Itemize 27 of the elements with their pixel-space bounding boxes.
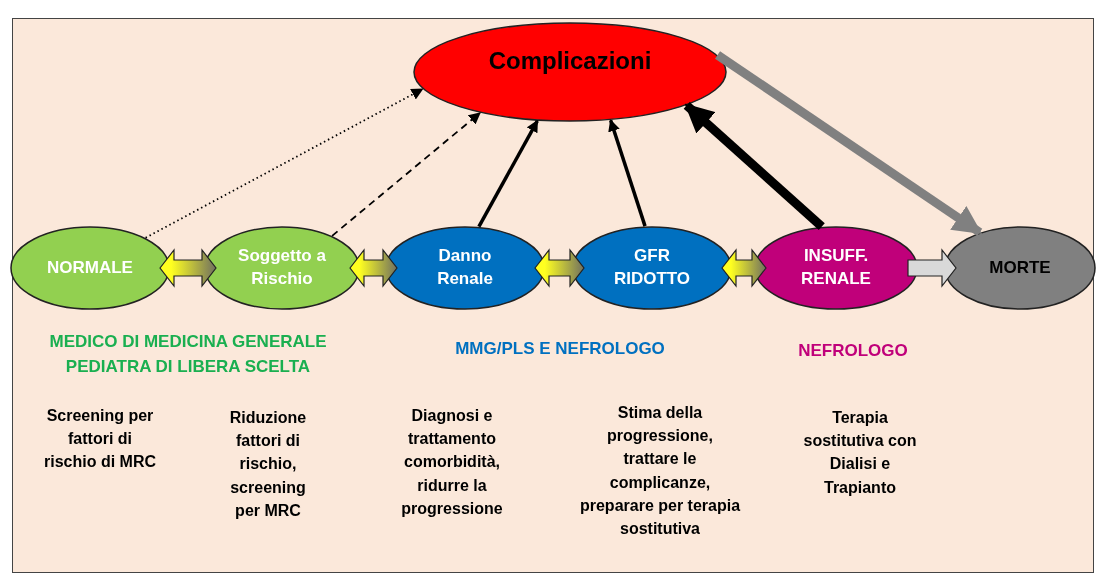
role-heading: NEFROLOGO: [797, 340, 909, 362]
block-arrow: [349, 248, 398, 288]
task-description: Terapia sostitutiva con Dialisi e Trapianto: [802, 408, 918, 498]
task-description: Stima della progressione, trattare le complicanze, preparare per terapia sostitutiva: [578, 403, 742, 539]
node-label: Danno Renale: [436, 245, 494, 290]
task-description: Diagnosi e trattamento comorbidità, ridurre la progressione: [400, 406, 504, 519]
arrow: [144, 88, 424, 239]
arrow: [608, 119, 647, 227]
block-arrow: [534, 248, 585, 288]
complications-ellipse: [413, 22, 727, 122]
block-arrow: [721, 248, 767, 288]
node-label: Soggetto a Rischio: [237, 245, 327, 290]
stage-ellipse: [10, 226, 170, 310]
node-label: GFR RIDOTTO: [612, 245, 692, 290]
task-description: Riduzione fattori di rischio, screening per MRC: [228, 408, 308, 521]
arrow: [477, 119, 539, 228]
task-description: Screening per fattori di rischio di MRC: [44, 406, 156, 473]
block-arrow: [907, 248, 957, 288]
arrow: [331, 112, 481, 237]
block-arrow: [159, 248, 217, 288]
node-label: NORMALE: [47, 256, 133, 279]
arrow: [683, 102, 825, 230]
node-label: MORTE: [989, 256, 1051, 279]
node-label: INSUFF. RENALE: [800, 245, 872, 290]
role-heading: MEDICO DI MEDICINA GENERALE PEDIATRA DI LIBERA SCELTA: [48, 331, 328, 378]
node-label: Complicazioni: [488, 45, 652, 76]
role-heading: MMG/PLS E NEFROLOGO: [454, 338, 666, 360]
